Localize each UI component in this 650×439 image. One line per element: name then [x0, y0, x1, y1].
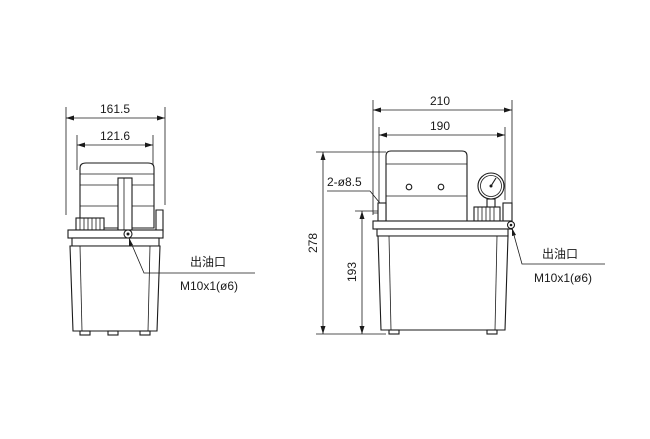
right-top-plate	[372, 220, 513, 230]
right-tank	[377, 235, 509, 331]
dim-label-190: 190	[430, 119, 450, 133]
right-front-view: 210 190 278 193	[306, 94, 605, 335]
dim-label-210: 210	[430, 94, 450, 108]
right-pressure-gauge	[477, 172, 505, 212]
right-cover-screw-right	[437, 183, 445, 191]
right-outlet-leader: 出油口 M10x1(ø6)	[511, 227, 605, 285]
left-outlet-label: 出油口	[190, 255, 226, 269]
right-dim-base-width: 190	[378, 119, 506, 210]
left-gear-knob	[75, 217, 105, 231]
dim-label-121-6: 121.6	[100, 129, 130, 143]
dim-label-hole: 2-ø8.5	[327, 175, 362, 189]
left-outlet-leader: 出油口 M10x1(ø6)	[128, 237, 255, 293]
dim-label-278: 278	[306, 233, 320, 253]
left-outlet-spec: M10x1(ø6)	[180, 279, 238, 293]
right-dim-total-height: 278	[306, 151, 386, 335]
right-dim-tank-height: 193	[345, 210, 378, 334]
right-motor-cover	[385, 150, 468, 222]
left-top-plate	[67, 229, 164, 239]
dim-label-161-5: 161.5	[100, 102, 130, 116]
right-gear-knob	[473, 206, 501, 222]
left-dim-overall-width: 161.5	[65, 102, 166, 215]
right-dim-overall-width: 210	[372, 94, 513, 230]
right-cover-screw-left	[405, 183, 413, 191]
right-outlet-label: 出油口	[542, 247, 578, 261]
right-outlet-spec: M10x1(ø6)	[534, 271, 592, 285]
left-dim-tank-width: 121.6	[76, 129, 154, 170]
left-tank	[69, 245, 161, 332]
left-handle	[117, 177, 133, 231]
left-side-view: 161.5 121.6	[65, 102, 255, 336]
dim-label-193: 193	[345, 262, 359, 282]
left-motor-cover	[79, 162, 155, 229]
